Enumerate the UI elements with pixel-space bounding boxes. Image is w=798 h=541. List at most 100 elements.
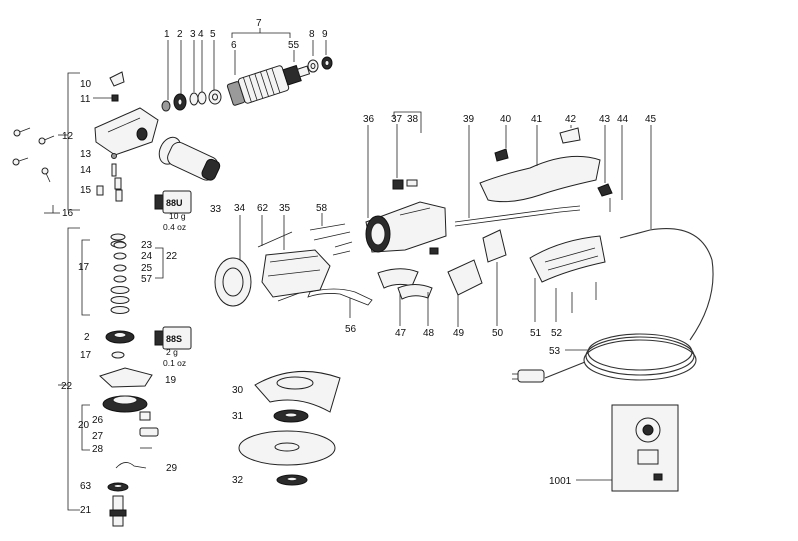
label-1001: 1001 — [549, 476, 572, 487]
tube2-weight: 2 g — [166, 347, 178, 357]
part-washer-3 — [189, 92, 199, 106]
label-44: 44 — [617, 114, 629, 125]
label-30: 30 — [232, 385, 244, 396]
label-3: 3 — [190, 29, 196, 40]
part-washer-4 — [197, 91, 207, 105]
part-button-40 — [494, 125, 509, 162]
part-lever-27 — [139, 427, 159, 437]
part-bearing-flange-20 — [102, 395, 151, 421]
label-7: 7 — [256, 18, 262, 29]
part-screw-44 — [609, 125, 623, 212]
part-latch-43 — [597, 125, 613, 197]
label-52: 52 — [551, 328, 563, 339]
tube2-oz: 0.1 oz — [163, 358, 186, 368]
part-module-50 — [429, 229, 507, 326]
part-spring-clip-29 — [115, 462, 147, 469]
part-nut-63 — [107, 482, 129, 492]
part-label-42 — [559, 125, 581, 144]
label-45: 45 — [645, 114, 657, 125]
label-56: 56 — [345, 324, 357, 335]
part-nut-2 — [173, 93, 187, 111]
part-stator-35 — [261, 215, 331, 298]
label-4: 4 — [198, 29, 204, 40]
label-2b: 2 — [84, 332, 90, 343]
label-58: 58 — [316, 203, 328, 214]
label-51: 51 — [530, 328, 542, 339]
label-21: 21 — [80, 505, 92, 516]
grease-tube-88s: 88S 2 g 0.1 oz — [154, 326, 192, 368]
part-knob-10 — [109, 71, 125, 87]
label-33: 33 — [210, 204, 222, 215]
part-covers-47 — [377, 268, 419, 326]
left-brackets — [44, 72, 164, 511]
label-12: 12 — [62, 131, 74, 142]
part-switch-rod-39 — [454, 125, 581, 227]
label-62: 62 — [257, 203, 269, 214]
part-bevel-gear-2 — [105, 330, 135, 344]
part-cord-coil-53 — [512, 333, 697, 383]
label-19: 19 — [165, 375, 177, 386]
tube1-oz: 0.4 oz — [163, 222, 186, 232]
label-2: 2 — [177, 29, 183, 40]
part-electronics-49 — [447, 259, 483, 327]
label-35: 35 — [279, 203, 291, 214]
part-motor-housing-36 — [365, 125, 447, 253]
label-22b: 22 — [61, 381, 73, 392]
label-39: 39 — [463, 114, 475, 125]
label-16: 16 — [62, 208, 74, 219]
part-gear-head-12 — [94, 107, 159, 156]
label-15: 15 — [80, 185, 92, 196]
label-22a: 22 — [166, 251, 178, 262]
part-screws-16 — [12, 127, 55, 183]
label-43: 43 — [599, 114, 611, 125]
part-armature-7 — [226, 64, 311, 106]
part-screws-52 — [555, 282, 597, 322]
label-63: 63 — [80, 481, 92, 492]
part-disc-wheel — [238, 430, 336, 466]
label-37: 37 — [391, 114, 403, 125]
part-screws-15 — [96, 177, 123, 202]
label-27: 27 — [92, 431, 104, 442]
part-power-cord-45 — [619, 125, 714, 341]
part-switch-37 — [392, 124, 404, 190]
tube1-label: 88U — [166, 198, 183, 208]
label-24: 24 — [141, 251, 153, 262]
part-spring-38 — [393, 111, 422, 187]
part-cable-56 — [307, 288, 373, 318]
part-pin-11 — [93, 94, 119, 102]
label-23: 23 — [141, 240, 153, 251]
label-57: 57 — [141, 274, 153, 285]
part-motor-guide-34 — [214, 215, 252, 307]
label-28: 28 — [92, 444, 104, 455]
label-42: 42 — [565, 114, 577, 125]
label-14: 14 — [80, 165, 92, 176]
callout-labels: 1 2 3 4 5 6 7 55 8 9 10 11 12 13 14 15 1… — [61, 18, 657, 516]
label-5: 5 — [210, 29, 216, 40]
part-cover-48 — [397, 284, 433, 326]
label-55: 55 — [288, 40, 300, 51]
label-25: 25 — [141, 263, 153, 274]
top-label-leaders — [167, 28, 327, 100]
label-8: 8 — [309, 29, 315, 40]
label-20: 20 — [78, 420, 90, 431]
label-17b: 17 — [80, 350, 92, 361]
part-23-24-25-57 — [113, 241, 127, 283]
label-40: 40 — [500, 114, 512, 125]
part-nut-1 — [161, 100, 171, 112]
label-26: 26 — [92, 415, 104, 426]
part-spring-13 — [111, 153, 117, 159]
part-rear-cover-41 — [479, 125, 601, 203]
label-31: 31 — [232, 411, 244, 422]
inset-detail-1001 — [576, 404, 679, 492]
label-6: 6 — [231, 40, 237, 51]
label-38: 38 — [407, 114, 419, 125]
part-nut-32 — [276, 474, 308, 486]
part-pin-14 — [111, 163, 117, 177]
label-48: 48 — [423, 328, 435, 339]
tube1-weight: 10 g — [169, 211, 186, 221]
label-13: 13 — [80, 149, 92, 160]
part-cap-9 — [321, 56, 333, 70]
label-17a: 17 — [78, 262, 90, 273]
label-47: 47 — [395, 328, 407, 339]
